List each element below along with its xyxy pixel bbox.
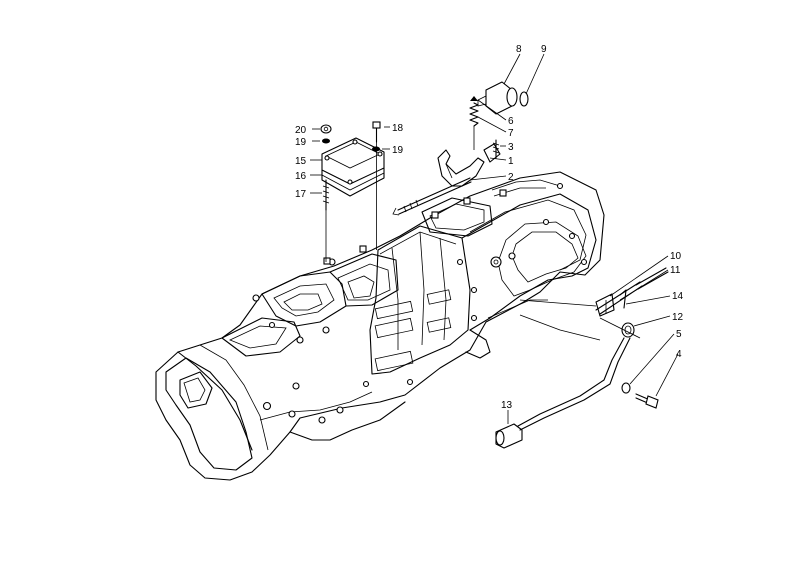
- leader-lines: [310, 53, 679, 424]
- callout-15: 15: [295, 156, 307, 167]
- callout-labels: 8 9 6 7 3 1 2 18 19 20 19 15 16 17 10 11…: [295, 44, 684, 411]
- callout-12: 12: [672, 312, 684, 323]
- callout-11: 11: [670, 265, 681, 276]
- callout-1: 1: [508, 156, 514, 167]
- callout-20: 20: [295, 125, 307, 136]
- callout-3: 3: [508, 142, 514, 153]
- callout-14: 14: [672, 291, 684, 302]
- callout-19-right: 19: [392, 145, 404, 156]
- callout-8: 8: [516, 44, 522, 55]
- callout-2: 2: [508, 172, 514, 183]
- callout-9: 9: [541, 44, 547, 55]
- callout-19-left: 19: [295, 137, 307, 148]
- callout-7: 7: [508, 128, 514, 139]
- callout-16: 16: [295, 171, 307, 182]
- shift-fork-assembly: [392, 81, 529, 216]
- callout-6: 6: [508, 116, 514, 127]
- callout-13: 13: [501, 400, 513, 411]
- callout-18: 18: [392, 123, 404, 134]
- transmission-housing: [155, 171, 605, 481]
- top-cover-assembly: [320, 121, 385, 262]
- callout-17: 17: [295, 189, 307, 200]
- shift-lever-assembly: [495, 267, 669, 449]
- callout-4: 4: [676, 349, 682, 360]
- callout-10: 10: [670, 251, 682, 262]
- callout-5: 5: [676, 329, 682, 340]
